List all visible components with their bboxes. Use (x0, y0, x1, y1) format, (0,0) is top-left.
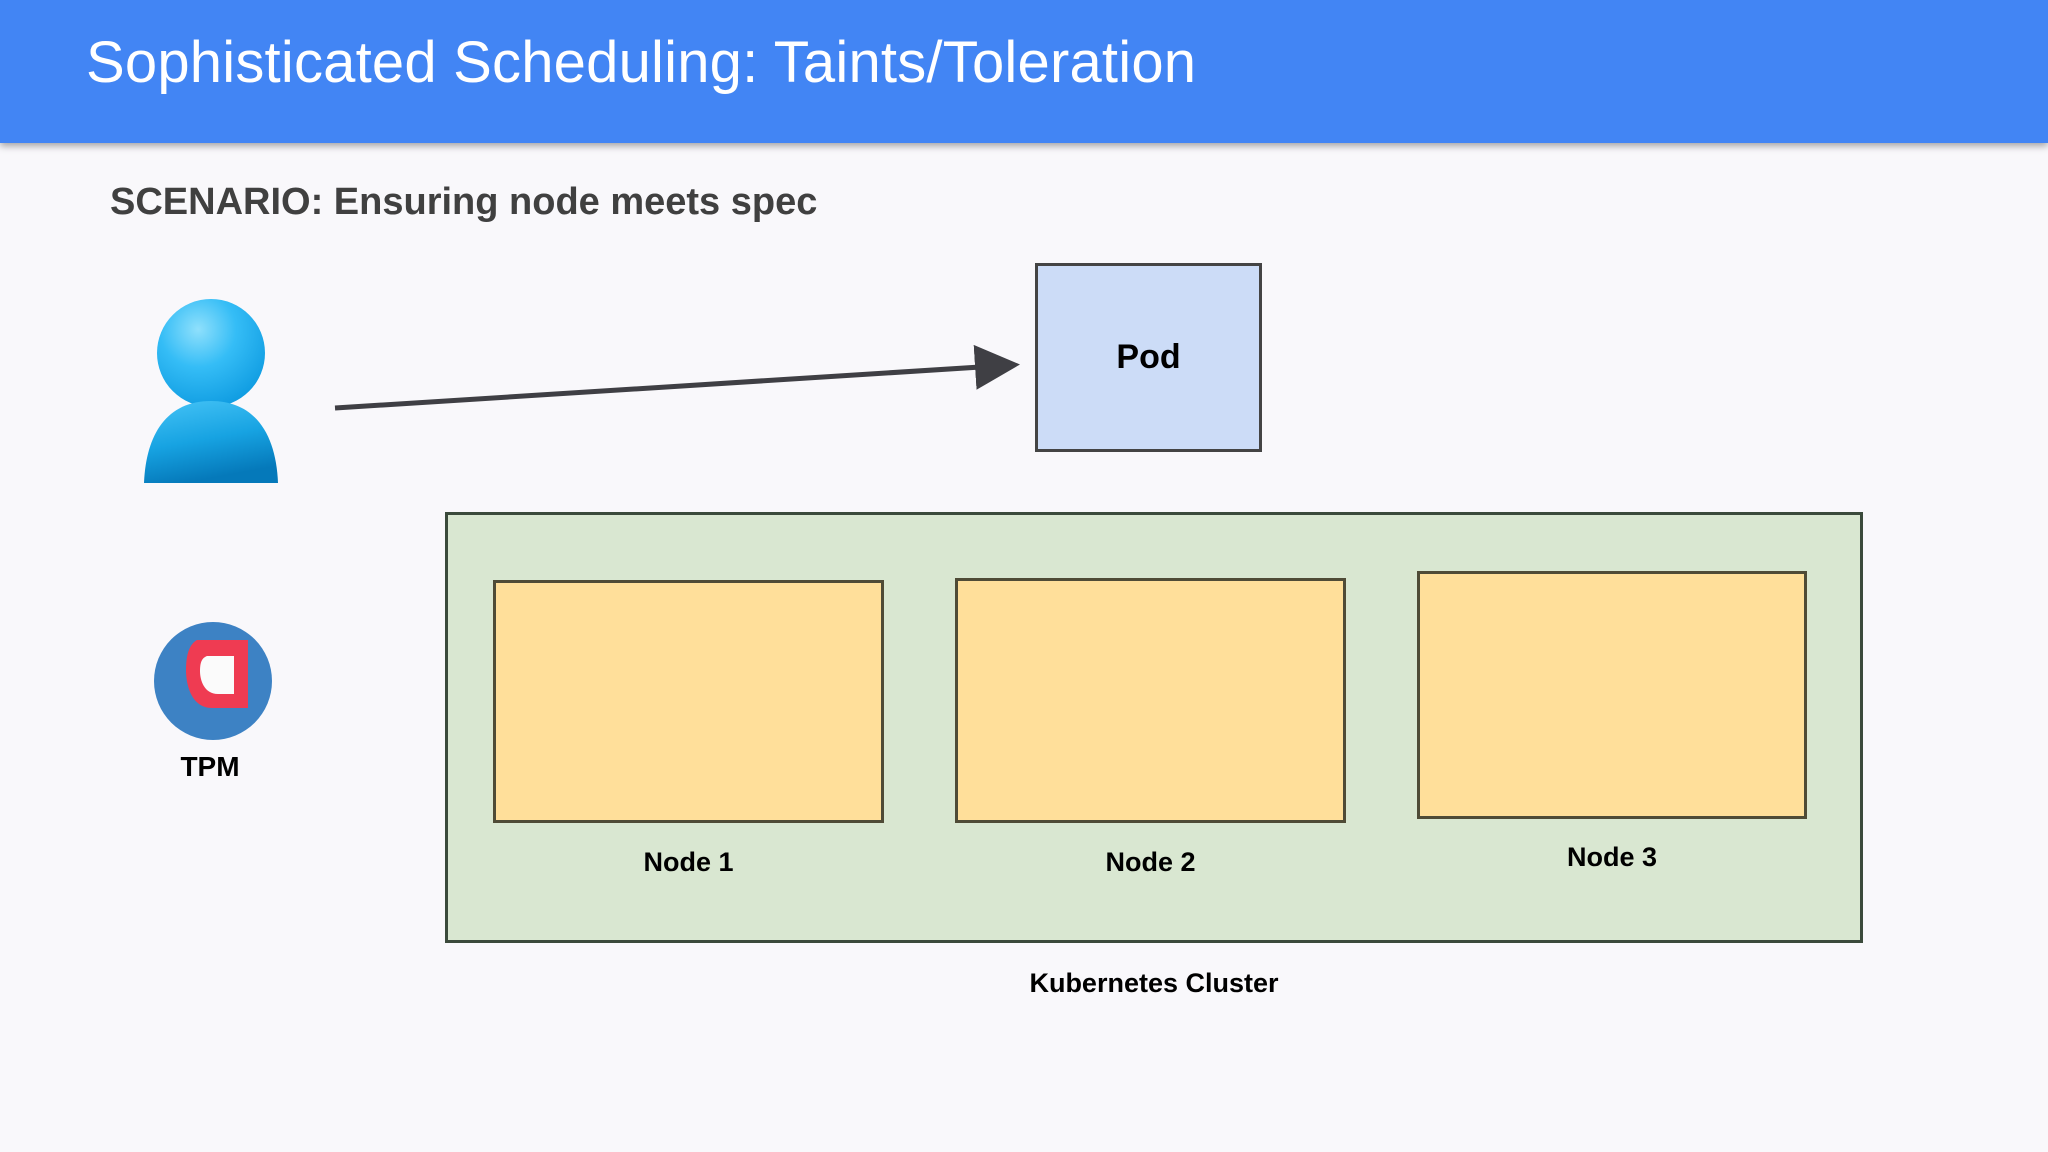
pod-label: Pod (1116, 338, 1181, 376)
user-to-pod-arrow (320, 330, 1050, 450)
node-label-1: Node 1 (643, 847, 734, 877)
node-box-1[interactable] (493, 580, 884, 823)
user-avatar (134, 295, 289, 485)
user-avatar-icon (144, 299, 278, 483)
node-box-2[interactable] (955, 578, 1346, 823)
tpm-actor: TPM (140, 620, 280, 800)
node-label-3: Node 3 (1566, 842, 1658, 872)
node-box-3[interactable] (1417, 571, 1807, 819)
kubernetes-cluster-caption: Kubernetes Cluster (1029, 968, 1279, 998)
node-label-2: Node 2 (1105, 847, 1196, 877)
page-title: Sophisticated Scheduling: Taints/Tolerat… (86, 30, 1197, 95)
tpm-label: TPM (180, 751, 240, 782)
scenario-heading: SCENARIO: Ensuring node meets spec (110, 181, 818, 223)
tpm-module-icon (152, 620, 274, 742)
slide-title-bar: Sophisticated Scheduling: Taints/Tolerat… (0, 0, 2048, 143)
pod-box[interactable]: Pod (1035, 263, 1262, 452)
